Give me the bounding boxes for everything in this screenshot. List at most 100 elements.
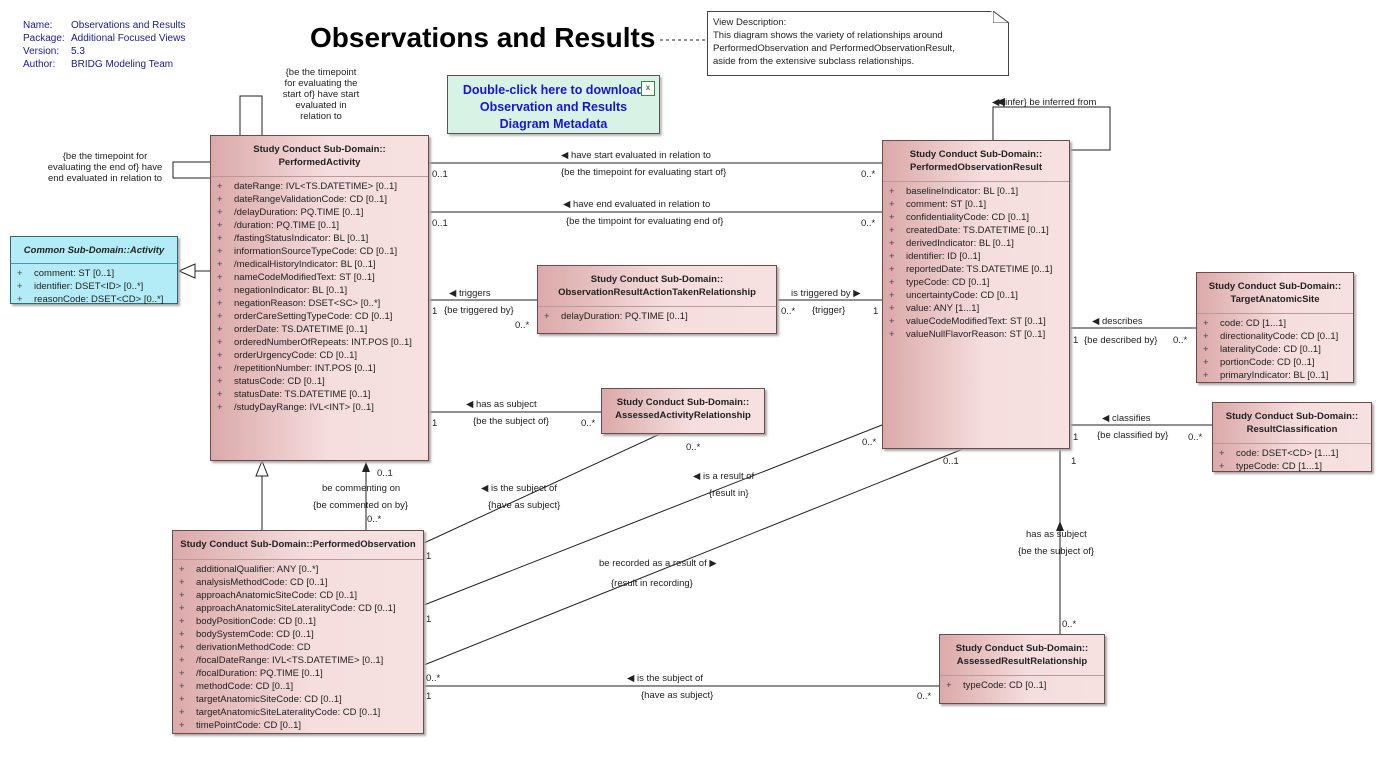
attribute: /focalDuration: PQ.TIME [0..1] xyxy=(179,667,423,680)
attribute: typeCode: CD [1...1] xyxy=(1219,460,1371,473)
attribute: orderDate: TS.DATETIME [0..1] xyxy=(217,323,428,336)
class-performed-observation-result[interactable]: Study Conduct Sub-Domain:: PerformedObse… xyxy=(882,140,1070,449)
is-triggered-by-label: is triggered by ▶ xyxy=(791,288,861,299)
multiplicity: 0..* xyxy=(917,691,932,702)
meta-name: Observations and Results xyxy=(71,20,186,31)
classifies-label: ◀ classifies xyxy=(1102,413,1151,424)
class-title-line: AssessedActivityRelationship xyxy=(615,410,751,421)
res-has-subject-label: has as subject xyxy=(1026,529,1087,540)
note-line: aside from the extensive subclass relati… xyxy=(713,56,915,67)
class-title: Study Conduct Sub-Domain:: AssessedResul… xyxy=(940,635,1104,676)
attribute: uncertaintyCode: CD [0..1] xyxy=(889,289,1069,302)
label-text: triggers xyxy=(458,288,491,299)
attribute: orderUrgencyCode: CD [0..1] xyxy=(217,349,428,362)
attribute: delayDuration: PQ.TIME [0..1] xyxy=(544,310,776,323)
class-performed-observation[interactable]: Study Conduct Sub-Domain::PerformedObser… xyxy=(172,530,424,734)
multiplicity: 0..* xyxy=(515,320,530,331)
view-description-note[interactable]: View Description: This diagram shows the… xyxy=(707,11,1009,76)
multiplicity: 1 xyxy=(1073,432,1079,443)
label-text: is the subject of xyxy=(490,483,557,494)
label-text: is the subject of xyxy=(636,673,703,684)
attribute: targetAnatomicSiteLateralityCode: CD [0.… xyxy=(179,706,423,719)
attribute: comment: ST [0..1] xyxy=(889,198,1069,211)
multiplicity: 0..* xyxy=(781,306,796,317)
attribute: reasonCode: DSET<CD> [0..*] xyxy=(17,293,177,306)
multiplicity: 0..1 xyxy=(377,468,393,479)
label-line: start of} have start xyxy=(282,89,360,100)
multiplicity: 0..* xyxy=(686,442,701,453)
multiplicity: 1 xyxy=(426,691,432,702)
attribute: confidentialityCode: CD [0..1] xyxy=(889,211,1069,224)
attribute-list: code: CD [1...1] directionalityCode: CD … xyxy=(1197,314,1353,382)
class-title: Study Conduct Sub-Domain:: ResultClassif… xyxy=(1213,403,1371,444)
recorded-result-label: be recorded as a result of ▶ xyxy=(599,558,717,569)
download-line: Double-click here to download xyxy=(462,83,645,97)
attribute: createdDate: TS.DATETIME [0..1] xyxy=(889,224,1069,237)
has-subject-label: ◀ has as subject xyxy=(466,399,537,410)
attribute: dateRangeValidationCode: CD [0..1] xyxy=(217,193,428,206)
label-line: {be the timepoint xyxy=(285,67,357,78)
multiplicity: 0..* xyxy=(861,169,876,180)
attribute: /studyDayRange: IVL<INT> [0..1] xyxy=(217,401,428,414)
attribute: identifier: DSET<ID> [0..*] xyxy=(17,280,177,293)
class-assessed-activity-relationship[interactable]: Study Conduct Sub-Domain:: AssessedActiv… xyxy=(601,388,765,434)
class-title: Study Conduct Sub-Domain:: ObservationRe… xyxy=(538,266,776,307)
label-line: end evaluated in relation to xyxy=(47,173,163,184)
commented-on-by-label: {be commented on by} xyxy=(313,500,409,511)
attribute-list: delayDuration: PQ.TIME [0..1] xyxy=(538,307,776,323)
download-line: Diagram Metadata xyxy=(499,117,608,131)
label-text: is triggered by xyxy=(791,288,851,299)
class-result-classification[interactable]: Study Conduct Sub-Domain:: ResultClassif… xyxy=(1212,402,1372,472)
have-subject-label: {have as subject} xyxy=(488,500,561,511)
result-recording-label: {result in recording} xyxy=(611,578,693,589)
download-line: Observation and Results xyxy=(479,100,628,114)
result-of-label: ◀ is a result of xyxy=(693,471,755,482)
multiplicity: 0..1 xyxy=(432,218,448,229)
attribute: /focalDateRange: IVL<TS.DATETIME> [0..1] xyxy=(179,654,423,667)
attribute: identifier: ID [0..1] xyxy=(889,250,1069,263)
class-title: Common Sub-Domain::Activity xyxy=(11,237,177,264)
attribute: /fastingStatusIndicator: BL [0..1] xyxy=(217,232,428,245)
class-target-anatomic-site[interactable]: Study Conduct Sub-Domain:: TargetAnatomi… xyxy=(1196,272,1354,383)
class-title-line: AssessedResultRelationship xyxy=(956,656,1088,667)
class-activity[interactable]: Common Sub-Domain::Activity comment: ST … xyxy=(10,236,178,306)
multiplicity: 1 xyxy=(1071,456,1077,467)
attribute: valueNullFlavorReason: ST [0..1] xyxy=(889,328,1069,341)
class-title-line: Study Conduct Sub-Domain:: xyxy=(1225,411,1359,422)
class-title-line: TargetAnatomicSite xyxy=(1230,294,1320,305)
note-line: This diagram shows the variety of relati… xyxy=(713,30,943,41)
attribute: informationSourceTypeCode: CD [0..1] xyxy=(217,245,428,258)
attribute: primaryIndicator: BL [0..1] xyxy=(1203,369,1353,382)
download-metadata-button[interactable]: Double-click here to download Observatio… xyxy=(447,75,660,134)
self-start-label: {be the timepoint for evaluating the sta… xyxy=(271,67,371,122)
multiplicity: 0..1 xyxy=(943,456,959,467)
class-title-line: ResultClassification xyxy=(1246,424,1338,435)
multiplicity: 1 xyxy=(432,306,438,317)
attribute-list: additionalQualifier: ANY [0..*] analysis… xyxy=(173,560,423,732)
class-title-line: Study Conduct Sub-Domain:: xyxy=(616,397,750,408)
attribute: code: CD [1...1] xyxy=(1203,317,1353,330)
attribute: directionalityCode: CD [0..1] xyxy=(1203,330,1353,343)
attribute: reportedDate: TS.DATETIME [0..1] xyxy=(889,263,1069,276)
attribute: analysisMethodCode: CD [0..1] xyxy=(179,576,423,589)
attribute: statusCode: CD [0..1] xyxy=(217,375,428,388)
class-action-taken-relationship[interactable]: Study Conduct Sub-Domain:: ObservationRe… xyxy=(537,265,777,334)
attribute-list: baselineIndicator: BL [0..1] comment: ST… xyxy=(883,182,1069,341)
meta-author-key: Author: xyxy=(23,59,56,70)
label-line: for evaluating the xyxy=(284,78,358,89)
multiplicity: 0..* xyxy=(862,437,877,448)
attribute: targetAnatomicSiteCode: CD [0..1] xyxy=(179,693,423,706)
obs-is-subject-of-label: ◀ is the subject of xyxy=(627,673,703,684)
trigger-label: {trigger} xyxy=(812,305,846,316)
class-title: Study Conduct Sub-Domain:: PerformedActi… xyxy=(211,136,428,177)
attribute: bodySystemCode: CD [0..1] xyxy=(179,628,423,641)
class-assessed-result-relationship[interactable]: Study Conduct Sub-Domain:: AssessedResul… xyxy=(939,634,1105,704)
triggered-by-label: {be triggered by} xyxy=(444,305,514,316)
triggers-label: ◀ triggers xyxy=(449,288,491,299)
attribute: value: ANY [1...1] xyxy=(889,302,1069,315)
attribute: statusDate: TS.DATETIME [0..1] xyxy=(217,388,428,401)
commenting-on-label: be commenting on xyxy=(322,483,401,494)
class-performed-activity[interactable]: Study Conduct Sub-Domain:: PerformedActi… xyxy=(210,135,429,461)
meta-name-key: Name: xyxy=(23,20,53,31)
